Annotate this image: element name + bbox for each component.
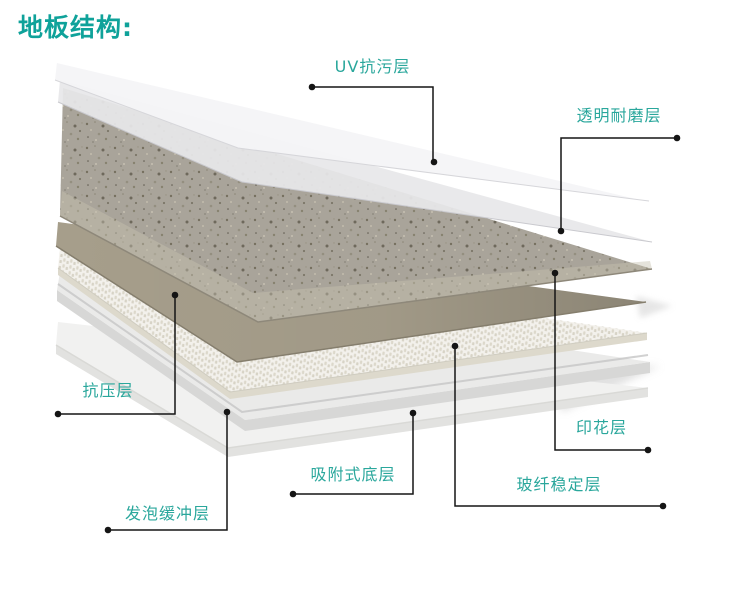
layer-uv-edge xyxy=(54,79,650,202)
layer-label-adsorption: 吸附式底层 xyxy=(310,465,396,484)
layer-uv-highlight xyxy=(56,61,650,202)
leader-foam-dot-label xyxy=(104,526,112,534)
layer-label-compress: 抗压层 xyxy=(82,381,134,400)
leader-wear-line xyxy=(560,137,677,231)
leader-print-dot-layer xyxy=(551,269,559,277)
layer-label-wear: 透明耐磨层 xyxy=(576,106,662,125)
layer-label-fiberglass: 玻纤稳定层 xyxy=(516,475,602,494)
leader-print-line xyxy=(554,273,648,451)
leader-lines xyxy=(54,83,681,534)
leader-fiberglass xyxy=(451,342,667,510)
layer-label-print: 印花层 xyxy=(575,418,627,437)
leader-adsorption xyxy=(289,409,417,498)
layer-foam-edge xyxy=(55,344,649,449)
layer-print-front-band xyxy=(60,191,652,322)
layer-compress-edge xyxy=(55,245,647,363)
stack-shadow-right-tip xyxy=(636,296,672,318)
leader-foam-line xyxy=(108,412,228,531)
leader-print-dot-label xyxy=(644,446,652,454)
leader-foam-dot-layer xyxy=(223,408,231,416)
leader-print xyxy=(551,269,652,454)
layer-foam-front-face xyxy=(56,345,648,457)
leader-adsorption-line xyxy=(293,413,414,495)
leader-compress-dot-layer xyxy=(171,291,179,299)
layer-wear-edge xyxy=(57,101,653,243)
layer-label-uv: UV抗污层 xyxy=(334,57,411,76)
leader-foam xyxy=(104,408,231,534)
layer-uv xyxy=(54,61,650,202)
leader-fiberglass-line xyxy=(454,346,663,507)
leader-wear-dot-label xyxy=(673,134,681,142)
layer-adsorption-front-face xyxy=(57,290,650,431)
leader-compress xyxy=(54,291,179,418)
leader-wear-dot-layer xyxy=(557,227,565,235)
layer-adsorption-stripe xyxy=(57,283,649,414)
leader-compress-line xyxy=(58,295,176,415)
layer-print-edge xyxy=(59,215,653,323)
layer-fiberglass-edge xyxy=(57,267,648,393)
page-title: 地板结构: xyxy=(18,13,133,42)
leader-fiberglass-dot-layer xyxy=(451,342,459,350)
leader-adsorption-dot-label xyxy=(289,490,297,498)
layer-label-foam: 发泡缓冲层 xyxy=(124,504,210,523)
leader-uv-dot-layer xyxy=(430,158,438,166)
leader-compress-dot-label xyxy=(54,410,62,418)
leader-fiberglass-dot-label xyxy=(659,502,667,510)
leader-uv-line xyxy=(312,86,434,162)
leader-uv-dot-label xyxy=(308,83,316,91)
leader-wear xyxy=(557,134,681,235)
leader-uv xyxy=(308,83,438,166)
leader-adsorption-dot-layer xyxy=(409,409,417,417)
